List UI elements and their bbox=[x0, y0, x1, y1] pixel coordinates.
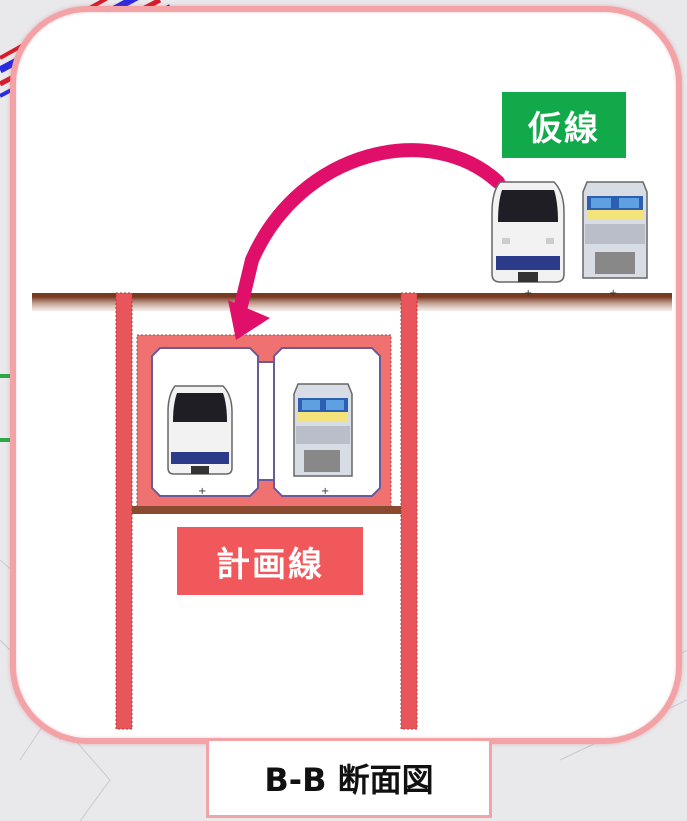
planned-track-label: 計画線 bbox=[177, 527, 363, 595]
temporary-track-label: 仮線 bbox=[502, 92, 626, 158]
section-caption: B-B 断面図 bbox=[206, 738, 492, 818]
